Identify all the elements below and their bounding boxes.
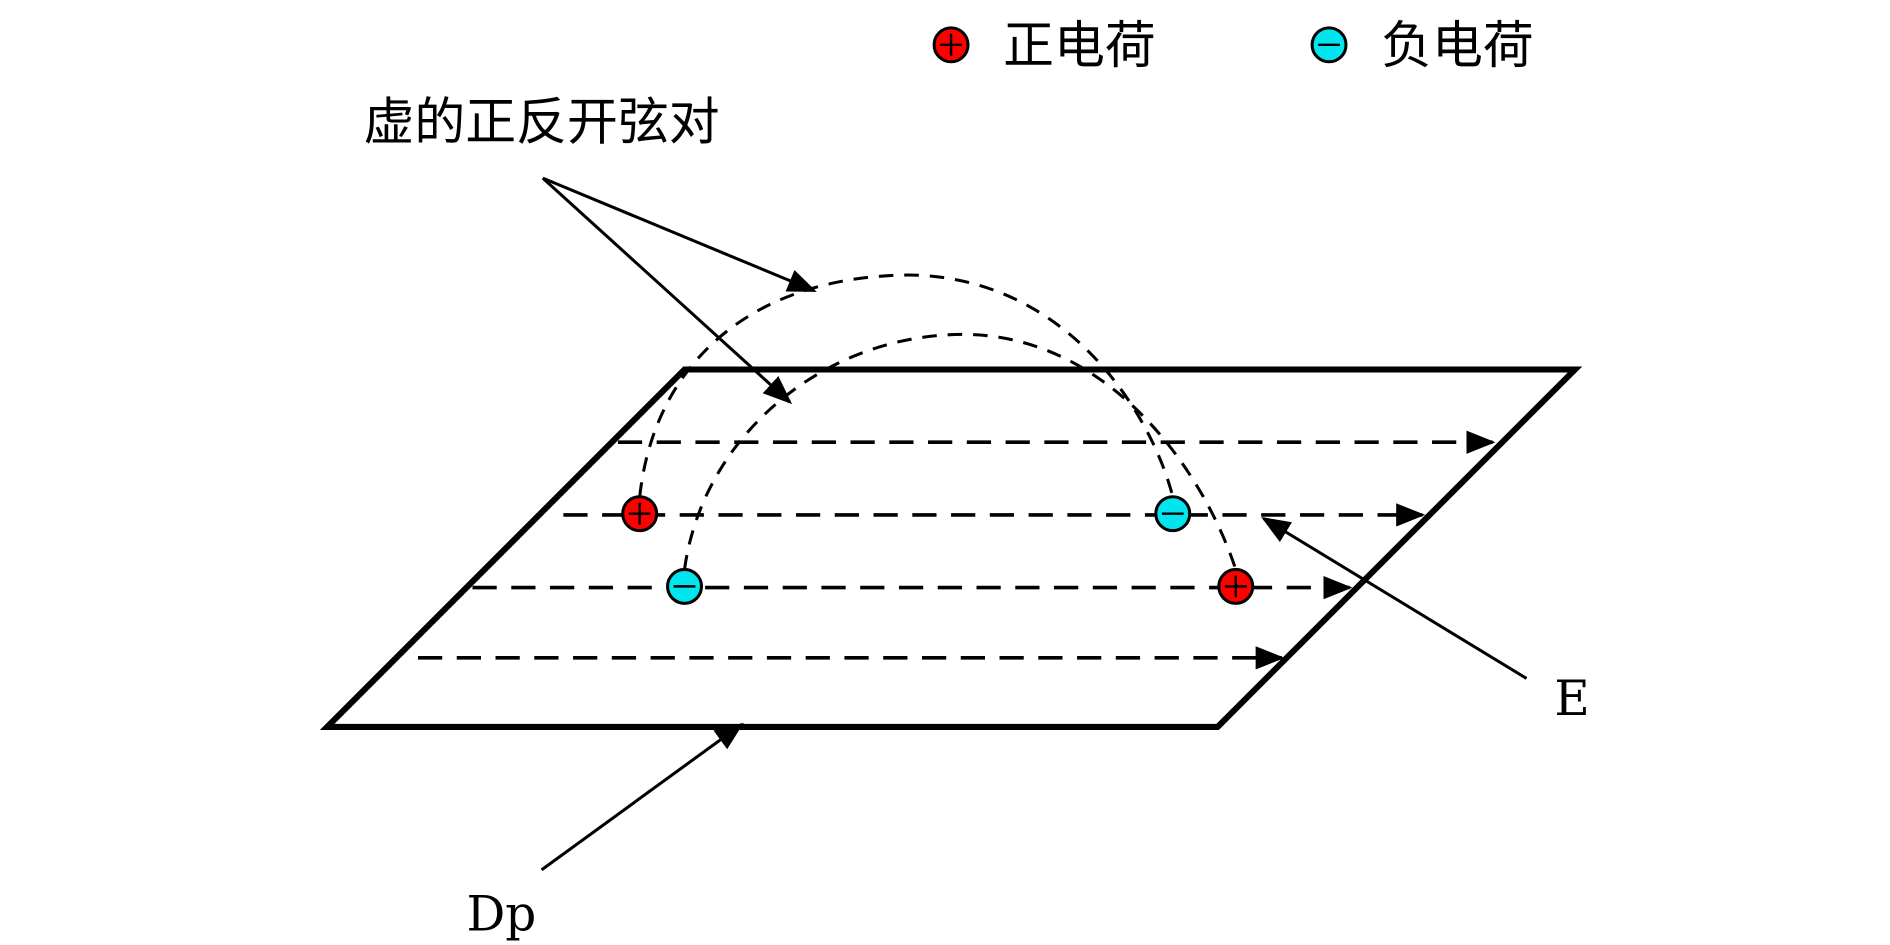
field-label-e: E xyxy=(1554,671,1589,727)
dp-brane-plane xyxy=(319,366,1583,730)
open-string-outer xyxy=(638,273,1175,498)
legend-negative-icon xyxy=(1310,26,1348,64)
positive-charge xyxy=(1217,567,1255,605)
legend-negative-label: 负电荷 xyxy=(1381,16,1534,75)
pointer-arrow-e xyxy=(1261,517,1528,680)
positive-charge xyxy=(621,495,659,533)
legend-positive-icon xyxy=(932,26,970,64)
electric-field-lines xyxy=(417,430,1496,670)
pointer-arrow-outer-string xyxy=(542,176,817,293)
pointer-arrow-dp xyxy=(540,722,744,872)
negative-charge xyxy=(666,567,703,605)
brane-label-dp: Dp xyxy=(466,886,536,942)
legend-positive-label: 正电荷 xyxy=(1003,16,1156,75)
legend: 正电荷 负电荷 xyxy=(932,16,1534,75)
pointer-arrow-inner-string xyxy=(541,176,793,405)
open-string-pair-label: 虚的正反开弦对 xyxy=(363,92,719,151)
open-string-inner xyxy=(683,332,1238,570)
negative-charge xyxy=(1154,495,1192,533)
